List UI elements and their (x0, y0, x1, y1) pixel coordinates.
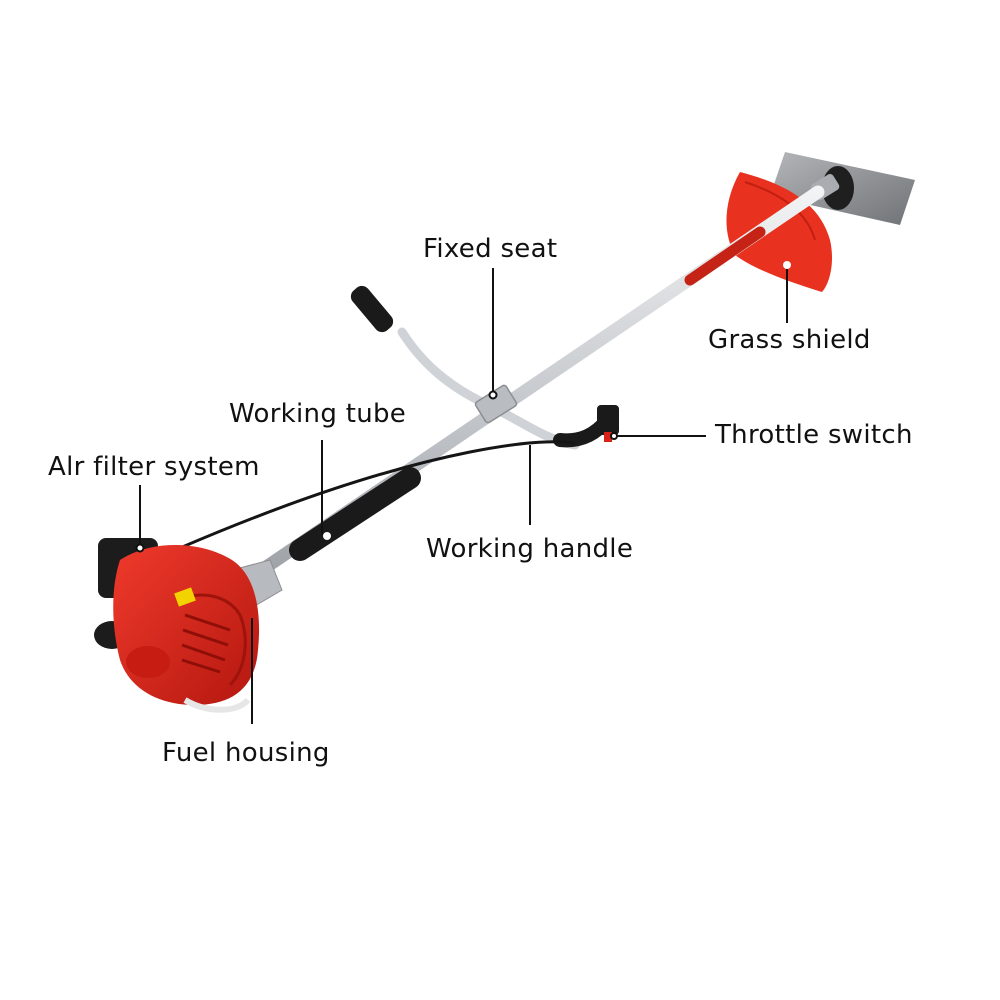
label-air-filter-system: Alr filter system (48, 452, 260, 482)
label-grass-shield: Grass shield (708, 325, 871, 355)
label-working-tube: Working tube (229, 399, 407, 429)
leader-grass-shield-dot (783, 261, 791, 269)
leader-lines (135, 261, 791, 724)
rear-grip (289, 467, 421, 561)
label-fuel-housing: Fuel housing (162, 738, 330, 768)
engine-housing (94, 538, 283, 713)
leader-throttle-dot (610, 432, 618, 440)
leader-air-filter-dot (135, 543, 145, 553)
label-working-handle: Working handle (426, 534, 634, 564)
leader-fixed-seat-dot (488, 390, 498, 400)
label-fixed-seat: Fixed seat (423, 234, 558, 264)
throttle-cable (179, 440, 576, 550)
label-throttle-switch: Throttle switch (715, 420, 913, 450)
